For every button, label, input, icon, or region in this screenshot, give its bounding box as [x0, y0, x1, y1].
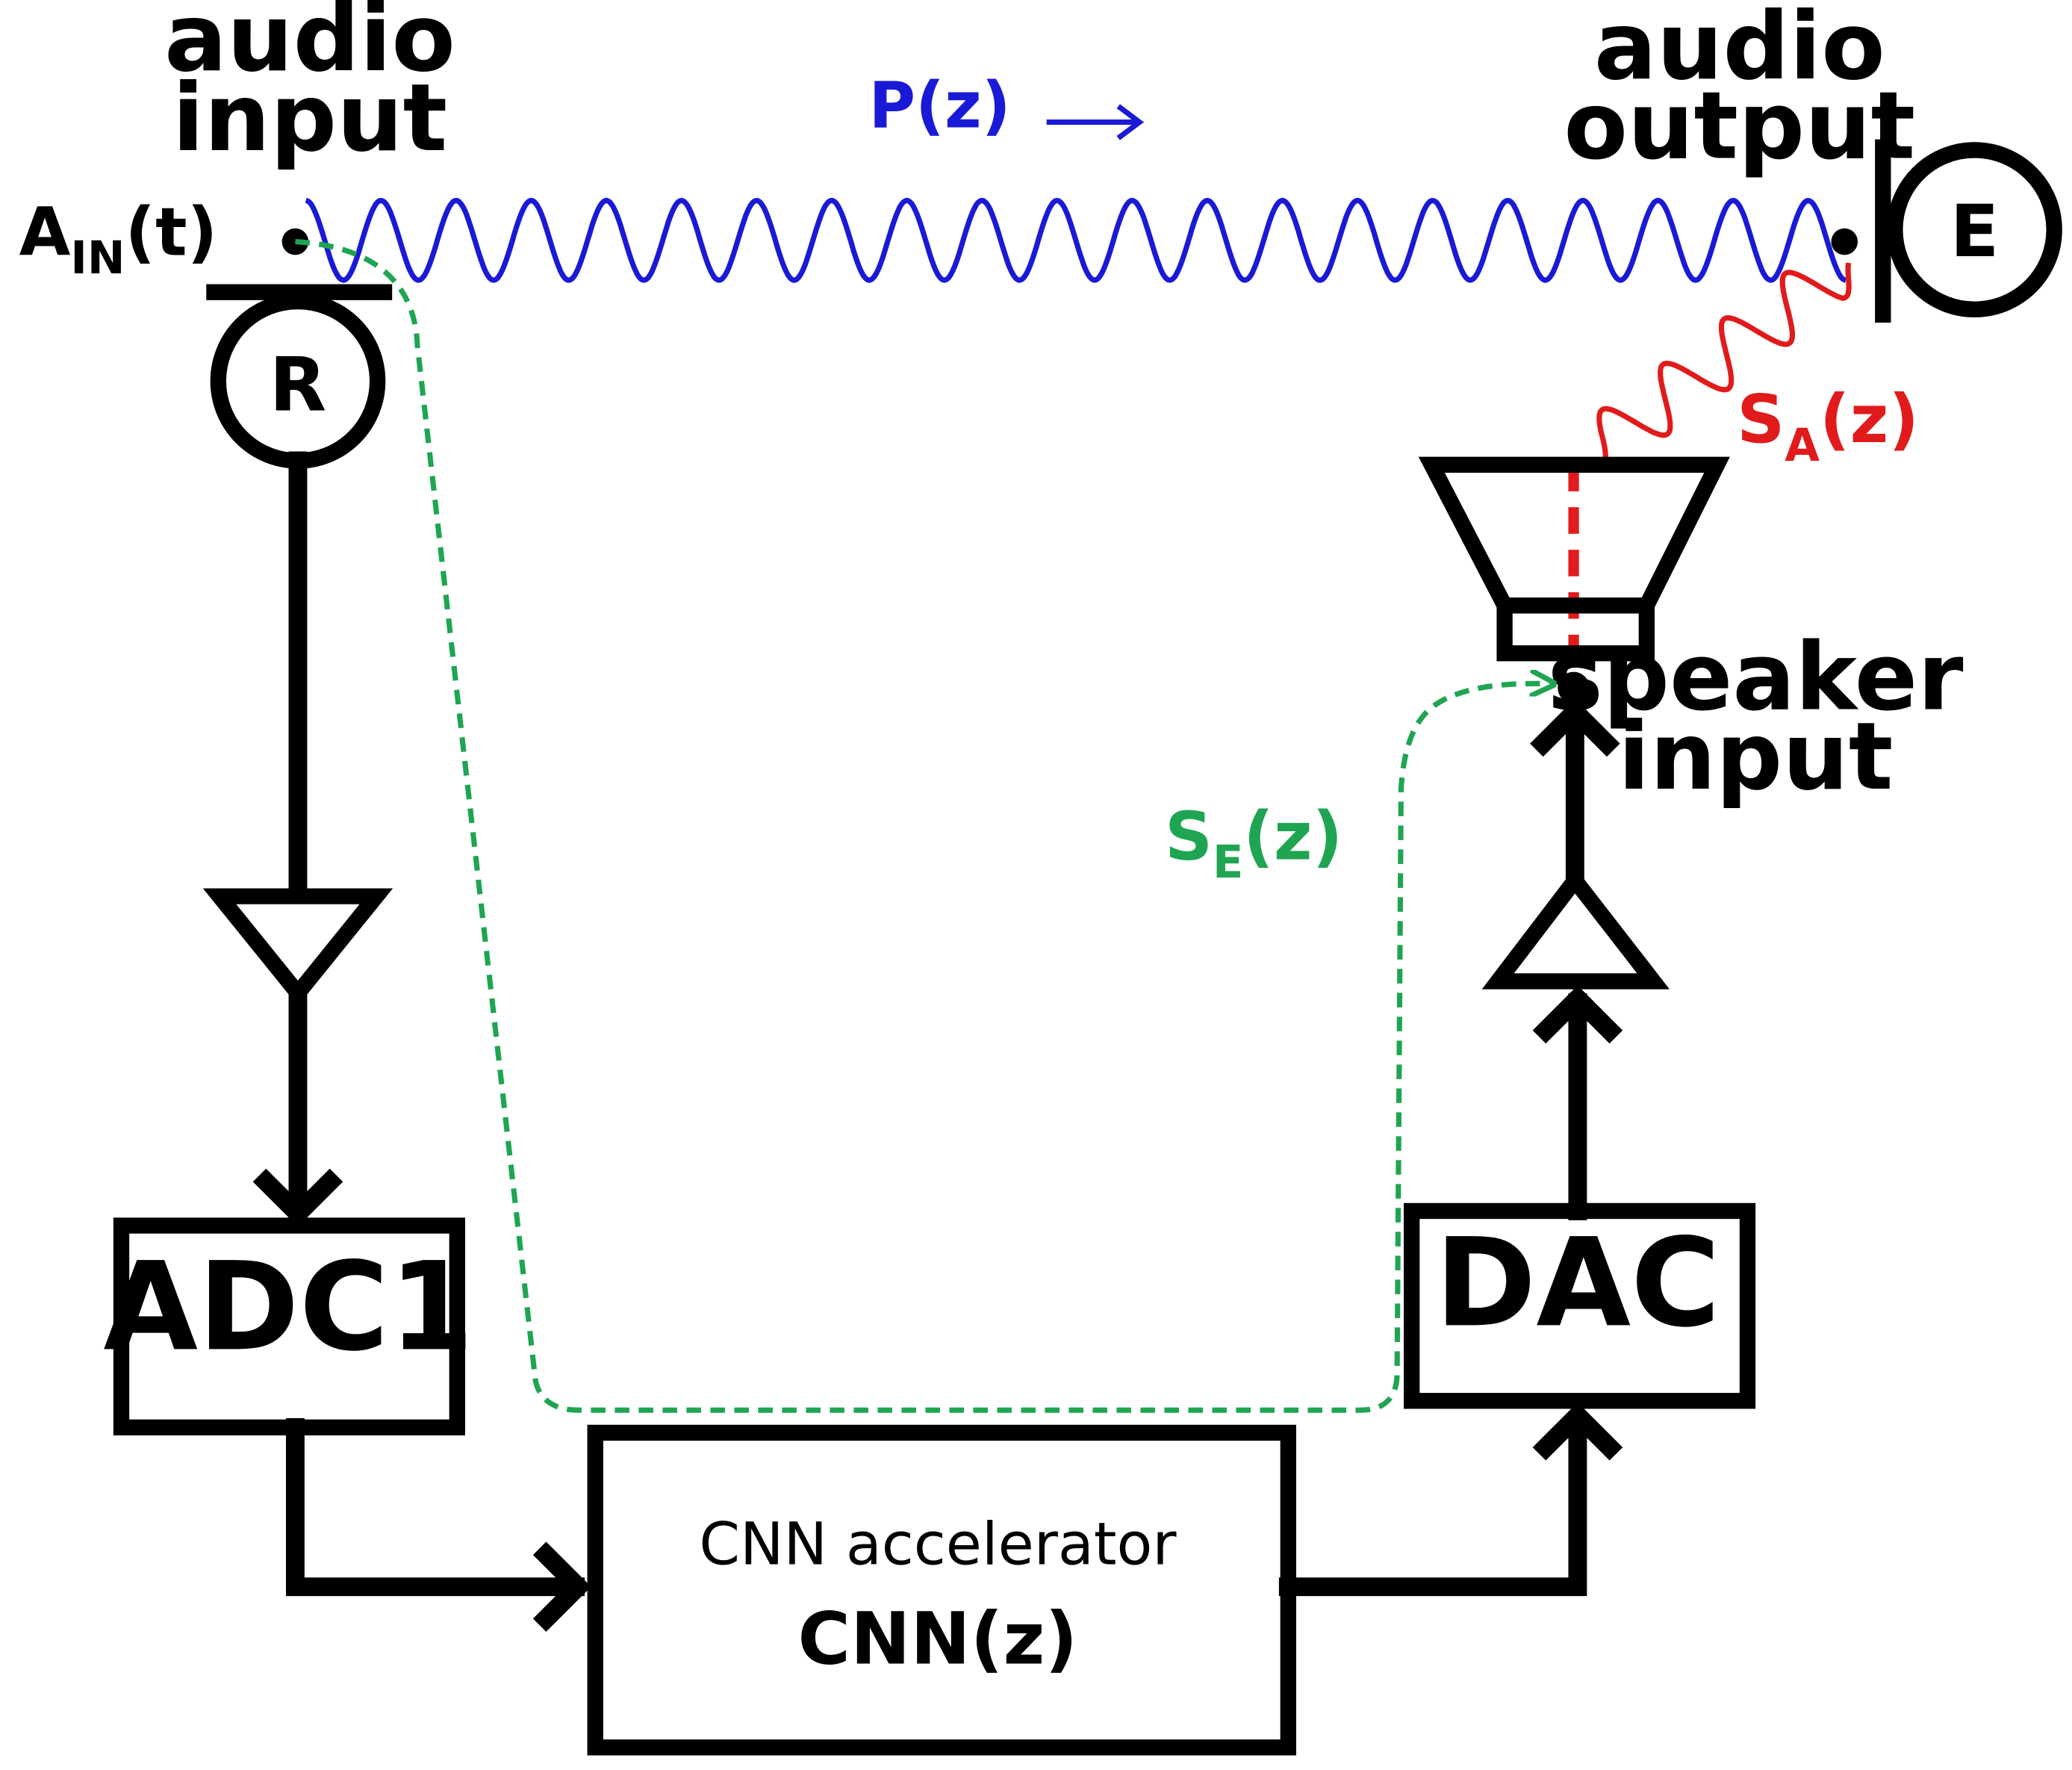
adc-input-arrowhead [252, 1168, 343, 1227]
reference-mic-label: R [270, 342, 327, 428]
se-arg: (z) [1243, 797, 1343, 875]
electrical-secondary-path-label: SE(z) [1165, 797, 1343, 889]
sa-arg: (z) [1820, 380, 1919, 458]
error-mic-circle [1887, 142, 2062, 317]
audio-input-label-line1: audio [164, 0, 455, 93]
ain-label: AIN(t) [19, 193, 218, 285]
primary-path-arrow-icon [1046, 104, 1145, 140]
speaker-icon [1418, 456, 1730, 662]
dac-label: DAC [1435, 1211, 1720, 1354]
audio-output-node [1831, 228, 1858, 255]
speaker-input-arrowhead [1530, 698, 1620, 757]
amp-input-arrowhead [1532, 985, 1623, 1044]
ain-sub: IN [70, 232, 125, 285]
output-amplifier-icon [1481, 867, 1670, 990]
ain-main: A [19, 193, 71, 270]
sa-sub: A [1785, 420, 1820, 472]
ain-arg: (t) [125, 193, 217, 270]
speaker-input-label-line1: speaker [1548, 623, 1964, 731]
se-sub: E [1213, 836, 1243, 889]
speaker-input-label-line2: input [1618, 703, 1893, 811]
adc-to-cnn-wire [285, 1417, 585, 1597]
cnn-accelerator-block [587, 1424, 1296, 1756]
se-main: S [1165, 797, 1213, 875]
adc-label: ADC1 [103, 1235, 473, 1378]
dac-block [1403, 1202, 1756, 1409]
audio-output-label-line1: audio [1594, 0, 1885, 101]
acoustic-secondary-path-wave [1572, 262, 1852, 470]
primary-path-wave [305, 197, 1847, 283]
audio-output-label-line2: output [1564, 72, 1915, 181]
acoustic-secondary-path-label: SA(z) [1737, 380, 1919, 472]
primary-path-label: P(z) [868, 69, 1010, 143]
audio-input-label-line2: input [172, 64, 447, 173]
cnn-transfer-label: CNN(z) [798, 1597, 1078, 1681]
electrical-secondary-path [295, 239, 1551, 1413]
cnn-accelerator-label: CNN accelerator [699, 1510, 1177, 1578]
dac-input-arrowhead [1532, 1402, 1623, 1461]
error-mic-label: E [1950, 190, 2000, 273]
sa-main: S [1737, 380, 1785, 458]
cnn-input-arrowhead [532, 1541, 591, 1632]
input-amplifier-icon [202, 888, 393, 1006]
cnn-to-dac-wire [1278, 1411, 1587, 1597]
